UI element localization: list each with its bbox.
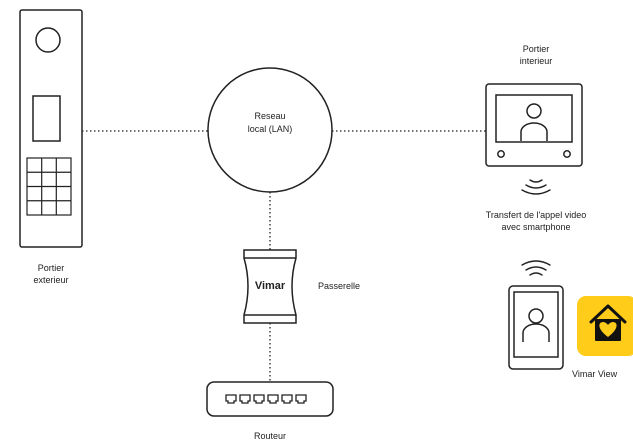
lan-label-line2: local (LAN) (247, 124, 293, 134)
indoor-monitor-icon (485, 83, 583, 167)
indoor-station-label-line2: interieur (519, 56, 553, 66)
lan-label: Reseau local (LAN) (240, 110, 300, 136)
transfer-label-line2: avec smartphone (501, 222, 571, 232)
heart-icon (599, 322, 617, 337)
transfer-label-line1: Transfert de l'appel video (485, 210, 587, 220)
smartphone-icon (508, 285, 564, 370)
wifi-icon (521, 260, 551, 276)
gateway-label: Passerelle (318, 281, 361, 291)
wireless-signal-icon (521, 179, 551, 195)
outdoor-station-label: Portier exterieur (16, 262, 86, 286)
outdoor-station-icon (19, 9, 83, 248)
router-icon (206, 381, 334, 417)
outdoor-station-label-line2: exterieur (33, 275, 69, 285)
router-label: Routeur (253, 431, 287, 441)
outdoor-station-label-line1: Portier (37, 263, 65, 273)
indoor-station-label: Portier interieur (500, 43, 572, 67)
gateway-device-icon (243, 249, 297, 324)
app-label: Vimar View (572, 369, 618, 379)
vimar-view-app-icon (577, 296, 633, 356)
lan-circle (207, 67, 333, 193)
lan-label-line1: Reseau (254, 111, 286, 121)
transfer-label: Transfert de l'appel video avec smartpho… (466, 209, 606, 233)
indoor-station-label-line1: Portier (522, 44, 550, 54)
gateway-brand: Vimar (254, 280, 286, 292)
connector-lines (82, 130, 486, 382)
